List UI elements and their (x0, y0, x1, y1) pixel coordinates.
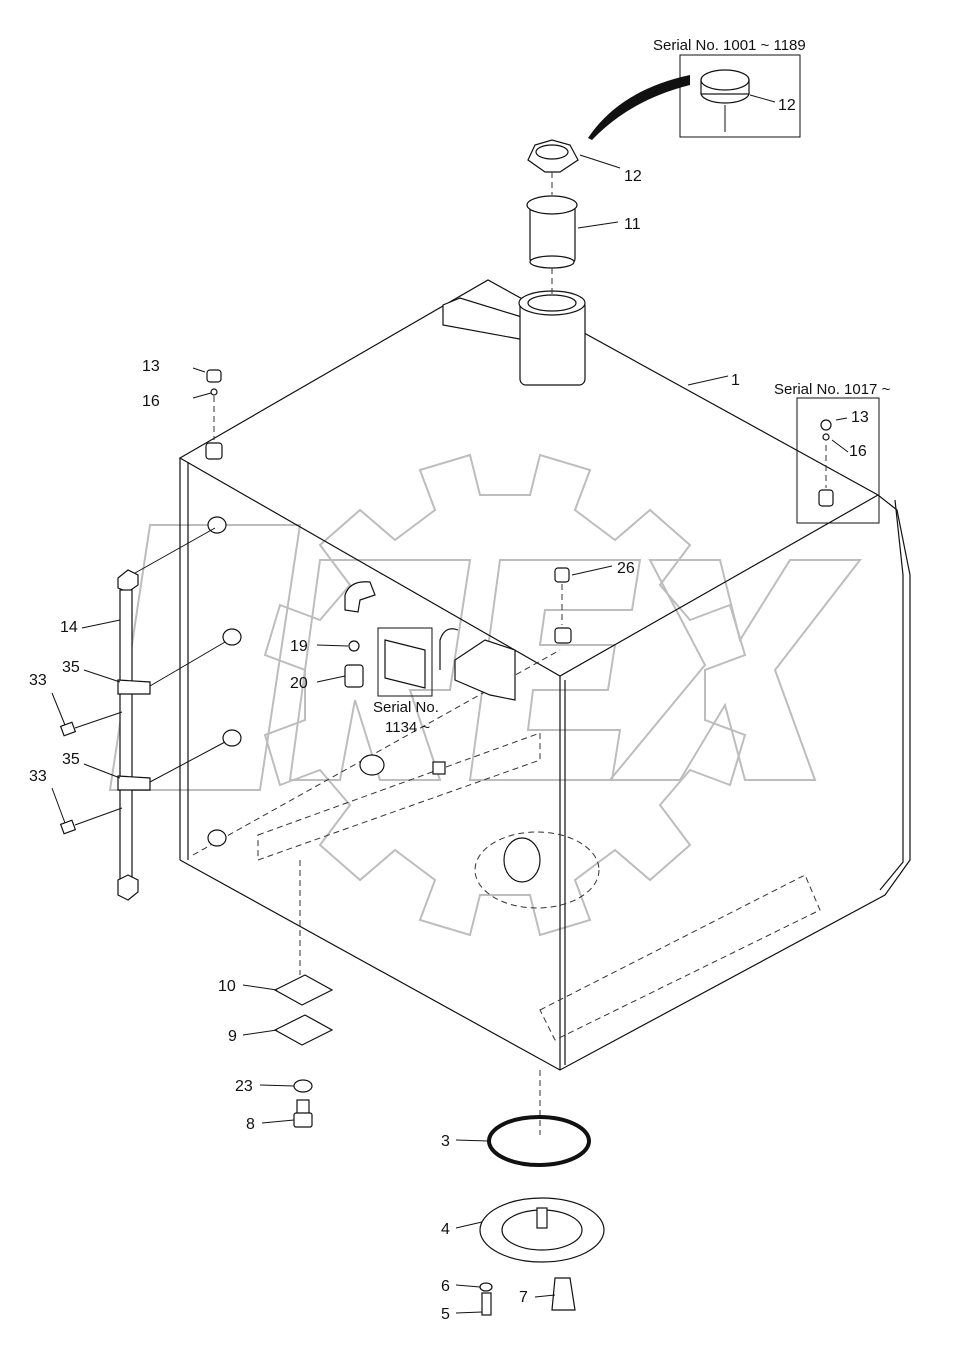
serial-note-cover-line1: Serial No. (373, 699, 439, 716)
serial-note-cover-line2: 1134 ~ (385, 719, 430, 736)
callout-13-right: 13 (851, 409, 869, 426)
detail-box-top (679, 54, 801, 138)
callout-19: 19 (290, 638, 308, 655)
callout-5: 5 (441, 1306, 450, 1323)
o-ring (487, 1115, 591, 1167)
callout-12-detail: 12 (778, 97, 796, 114)
callout-3: 3 (441, 1133, 450, 1150)
callout-11: 11 (624, 216, 641, 233)
callout-12: 12 (624, 168, 642, 185)
callout-35-a: 35 (62, 659, 80, 676)
callout-14: 14 (60, 619, 78, 636)
cover-plate-detail (377, 627, 516, 701)
detail-box-right (796, 397, 880, 524)
breather-cap (527, 139, 579, 295)
drain-cover (479, 1197, 605, 1316)
callout-35-b: 35 (62, 751, 80, 768)
callout-26: 26 (617, 560, 635, 577)
bosses (207, 516, 541, 883)
top-plug-left (205, 369, 223, 460)
shims (273, 974, 334, 1128)
watermark-gear (263, 453, 747, 937)
callout-33-b: 33 (29, 768, 47, 785)
callout-13: 13 (142, 358, 160, 375)
serial-note-top-cap: Serial No. 1001 ~ 1189 (653, 37, 806, 54)
callout-23: 23 (235, 1078, 253, 1095)
strainer-element (526, 195, 578, 269)
callout-33-a: 33 (29, 672, 47, 689)
filler-neck (442, 290, 586, 386)
callout-8: 8 (246, 1116, 255, 1133)
callout-6: 6 (441, 1278, 450, 1295)
serial-note-right-plug: Serial No. 1017 ~ (774, 381, 891, 398)
hydraulic-tank (178, 279, 911, 1135)
callout-7: 7 (519, 1289, 528, 1306)
callout-9: 9 (228, 1028, 237, 1045)
plug-26 (554, 567, 572, 644)
leader-lines (51, 154, 849, 1314)
callout-16-right: 16 (849, 443, 867, 460)
elbow-fitting (344, 581, 376, 688)
level-gauge (59, 527, 226, 901)
callout-1: 1 (731, 372, 740, 389)
callout-20: 20 (290, 675, 308, 692)
callout-4: 4 (441, 1221, 450, 1238)
detail-arrow (588, 75, 690, 140)
callout-16: 16 (142, 393, 160, 410)
callout-10: 10 (218, 978, 236, 995)
